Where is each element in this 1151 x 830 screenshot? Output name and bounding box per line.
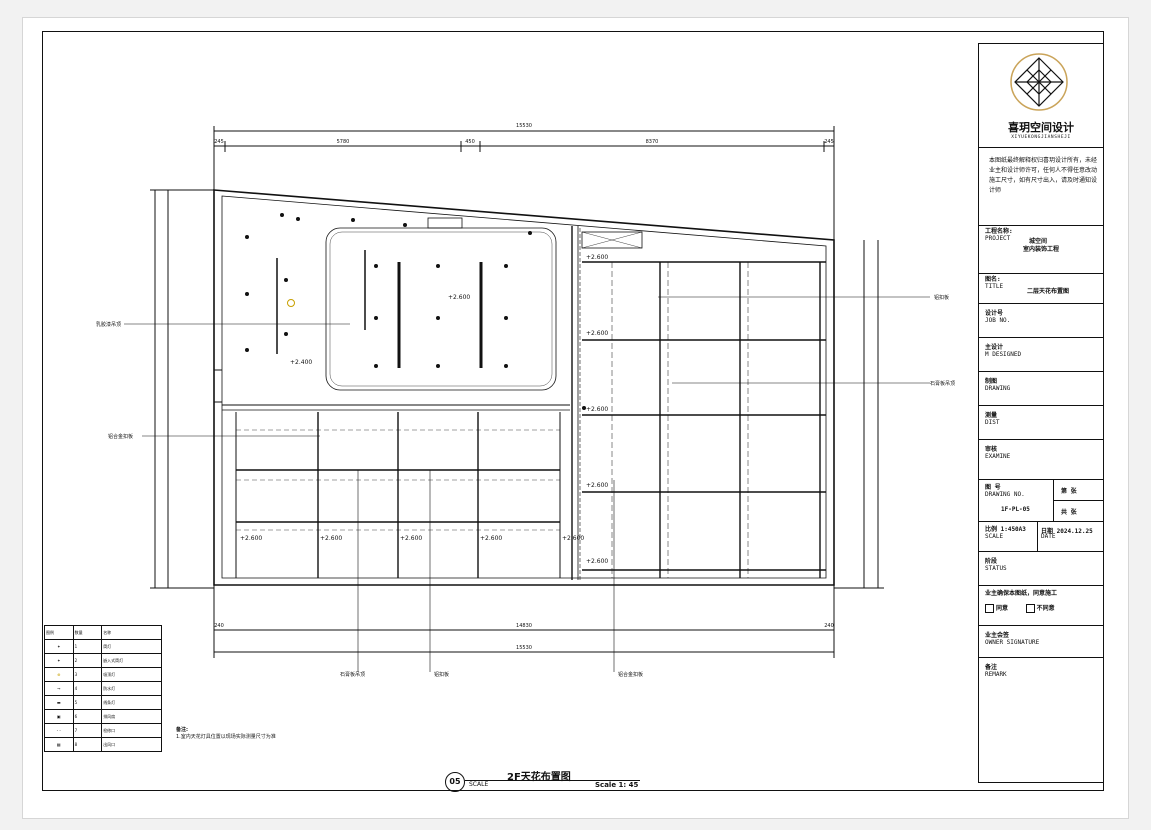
elev-tag: +2.600 bbox=[480, 535, 502, 542]
brand-logo-icon bbox=[1010, 53, 1068, 111]
elev-tag: +2.600 bbox=[586, 406, 608, 413]
elev-tag: +2.600 bbox=[562, 535, 584, 542]
confirm-row: 业主确保本图纸，同意施工 同意 不同意 bbox=[979, 586, 1103, 626]
disclaimer-text: 本图纸最终解释权归喜玥设计所有，未经业主和设计师许可，任何人不得任意改动施工尺寸… bbox=[989, 157, 1098, 194]
callout-label: 乳胶漆吊顶 bbox=[96, 321, 121, 328]
dim-left-small: 240 bbox=[214, 623, 224, 629]
dim-bottom-seg: 14830 bbox=[516, 623, 532, 629]
elev-tag: +2.600 bbox=[448, 294, 470, 301]
agree-checkbox[interactable] bbox=[985, 604, 994, 613]
dim-top-seg5: 245 bbox=[824, 139, 834, 145]
dim-right-small: 240 bbox=[824, 623, 834, 629]
dim-top-seg3: 450 bbox=[465, 139, 475, 145]
dim-top-seg2: 5780 bbox=[337, 139, 350, 145]
callout-label: 铝扣板 bbox=[934, 294, 949, 301]
callout-label: 铝合金扣板 bbox=[108, 433, 133, 440]
elev-tag: +2.600 bbox=[240, 535, 262, 542]
elev-tag: +2.400 bbox=[290, 359, 312, 366]
callout-label: 铝扣板 bbox=[434, 671, 449, 678]
title-block: 喜玥空间设计 XIYUEKONGJIANSHEJI 本图纸最终解释权归喜玥设计所… bbox=[978, 43, 1104, 783]
drawing-title: 2F天花布置图 bbox=[507, 772, 571, 783]
project-row: 工程名称: PROJECT 城空间 室内装饰工程 bbox=[979, 226, 1103, 274]
dim-top-seg4: 8370 bbox=[646, 139, 659, 145]
callout-label: 石膏板吊顶 bbox=[930, 380, 955, 387]
drawing-sheet bbox=[22, 17, 1129, 819]
brand-subtitle: XIYUEKONGJIANSHEJI bbox=[1011, 135, 1071, 140]
dim-bottom-overall: 15530 bbox=[516, 645, 532, 651]
scale-value: Scale 1: 45 bbox=[595, 781, 639, 789]
notes: 备注: 1.室内天花灯具位置以现场实际测量尺寸为准 bbox=[176, 727, 276, 740]
callout-label: 石膏板吊顶 bbox=[340, 671, 365, 678]
ceiling-panel bbox=[325, 227, 557, 391]
scale-label: SCALE bbox=[469, 781, 489, 788]
elev-tag: +2.600 bbox=[320, 535, 342, 542]
drawing-number: 05 bbox=[445, 772, 465, 792]
downlight-group bbox=[245, 213, 586, 410]
dim-top-seg1: 245 bbox=[214, 139, 224, 145]
disagree-checkbox[interactable] bbox=[1025, 604, 1035, 613]
dim-top-overall: 15530 bbox=[516, 123, 532, 129]
elev-tag: +2.600 bbox=[400, 535, 422, 542]
elev-tag: +2.600 bbox=[586, 330, 608, 337]
brand-name: 喜玥空间设计 bbox=[1008, 121, 1074, 134]
outer-wall bbox=[213, 189, 835, 586]
title-row: 图名: TITLE 二层天花布置图 bbox=[979, 274, 1103, 304]
elev-tag: +2.600 bbox=[586, 482, 608, 489]
elev-tag: +2.600 bbox=[586, 558, 608, 565]
callout-label: 铝合金扣板 bbox=[618, 671, 643, 678]
drawing-title-block: 05 2F天花布置图 SCALE Scale 1: 45 bbox=[445, 768, 645, 792]
ceiling-lamp-icon bbox=[287, 299, 295, 307]
elev-tag: +2.600 bbox=[586, 254, 608, 261]
